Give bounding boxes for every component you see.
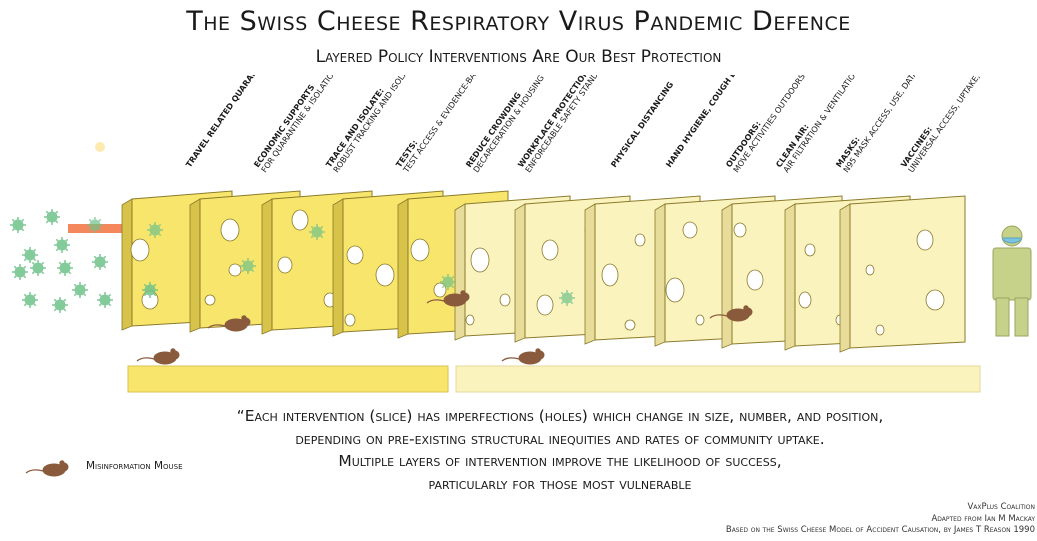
credit-line: Adapted from Ian M Mackay bbox=[726, 514, 1035, 526]
quote-line: Multiple layers of intervention improve … bbox=[100, 450, 1020, 473]
cheese-hole bbox=[278, 257, 292, 273]
virus-icon bbox=[52, 297, 68, 313]
virus-icon bbox=[54, 237, 70, 253]
virus-icon bbox=[97, 292, 113, 308]
cheese-hole bbox=[537, 295, 553, 315]
diagram-title: The Swiss Cheese Respiratory Virus Pande… bbox=[0, 6, 1037, 37]
ground-bar-dark bbox=[128, 366, 448, 392]
ground-bar-light bbox=[456, 366, 980, 392]
cheese-hole bbox=[347, 246, 363, 264]
credit-line: VaxPlus Coalition bbox=[726, 502, 1035, 514]
cheese-hole bbox=[683, 222, 697, 238]
layer-label: PHYSICAL DISTANCING bbox=[609, 80, 675, 169]
layer-label: ECONOMIC SUPPORTSFOR QUARANTINE & ISOLAT… bbox=[252, 75, 339, 174]
virus-icon bbox=[44, 209, 60, 225]
cheese-hole bbox=[926, 290, 944, 310]
virus-icon bbox=[12, 264, 28, 280]
cheese-hole bbox=[799, 292, 811, 308]
mouse-legend-label: Misinformation Mouse bbox=[86, 460, 183, 472]
credit-line: Based on the Swiss Cheese Model of Accid… bbox=[726, 525, 1035, 537]
virus-icon bbox=[10, 217, 26, 233]
virus-icon bbox=[22, 247, 38, 263]
quote-line: depending on pre-existing structural ine… bbox=[100, 428, 1020, 451]
virus-icon bbox=[22, 292, 38, 308]
quote-block: “Each intervention (slice) has imperfect… bbox=[100, 405, 1020, 495]
cheese-hole bbox=[805, 244, 815, 256]
cheese-hole bbox=[292, 210, 308, 230]
sun-icon bbox=[95, 142, 105, 152]
virus-icon bbox=[309, 224, 325, 240]
layer-label: VACCINES:UNIVERSAL ACCESS, UPTAKE, MANDA… bbox=[899, 75, 1037, 174]
cheese-hole bbox=[747, 270, 763, 290]
virus-icon bbox=[147, 222, 163, 238]
cheese-hole bbox=[221, 219, 239, 241]
cheese-hole bbox=[602, 264, 618, 286]
quote-line: particularly for those most vulnerable bbox=[100, 473, 1020, 496]
quote-line: “Each intervention (slice) has imperfect… bbox=[100, 405, 1020, 428]
diagram-subtitle: Layered Policy Interventions Are Our Bes… bbox=[0, 47, 1037, 67]
virus-icon bbox=[142, 282, 158, 298]
virus-icon bbox=[559, 290, 575, 306]
cheese-hole bbox=[635, 234, 645, 246]
protected-person-icon bbox=[993, 226, 1031, 336]
layer-label: WORKPLACE PROTECTIONS:ENFORCEABLE SAFETY… bbox=[516, 75, 681, 174]
cheese-hole bbox=[917, 230, 933, 250]
cheese-hole bbox=[471, 248, 489, 272]
cheese-hole bbox=[696, 315, 704, 325]
cheese-hole bbox=[876, 325, 884, 335]
cheese-hole bbox=[666, 278, 684, 302]
cheese-hole bbox=[542, 240, 558, 260]
cheese-slice bbox=[840, 196, 965, 352]
cheese-hole bbox=[345, 314, 355, 326]
virus-icon bbox=[240, 258, 256, 274]
cheese-hole bbox=[500, 294, 510, 306]
mouse-legend-icon bbox=[22, 457, 82, 481]
credits: VaxPlus Coalition Adapted from Ian M Mac… bbox=[726, 502, 1035, 537]
virus-icon bbox=[87, 217, 103, 233]
cheese-hole bbox=[466, 315, 474, 325]
virus-icon bbox=[440, 274, 456, 290]
cheese-hole bbox=[376, 264, 394, 286]
cheese-hole bbox=[734, 223, 746, 237]
cheese-hole bbox=[625, 320, 635, 330]
cheese-hole bbox=[411, 239, 429, 261]
mouse-icon bbox=[502, 349, 544, 364]
mouse-icon bbox=[137, 349, 179, 364]
virus-icon bbox=[57, 260, 73, 276]
cheese-hole bbox=[131, 239, 149, 261]
virus-icon bbox=[72, 282, 88, 298]
virus-icon bbox=[92, 254, 108, 270]
cheese-hole bbox=[866, 265, 874, 275]
cheese-hole bbox=[229, 264, 241, 276]
cheese-hole bbox=[205, 295, 215, 305]
virus-icon bbox=[30, 260, 46, 276]
